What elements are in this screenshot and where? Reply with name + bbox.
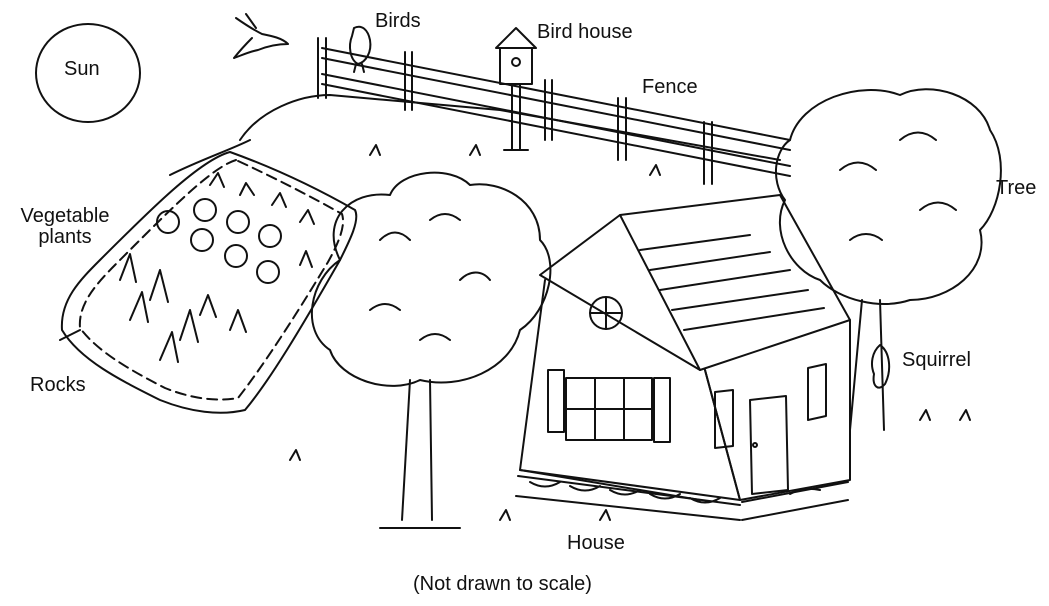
label-vegetable-plants-line2: plants <box>38 226 92 248</box>
bird-flying-drawing <box>233 13 289 59</box>
label-tree: Tree <box>996 177 1037 199</box>
bird-perched-drawing <box>349 25 372 73</box>
grass-tufts-drawing <box>289 144 971 521</box>
label-squirrel: Squirrel <box>902 349 971 371</box>
squirrel-drawing <box>871 344 891 389</box>
house-drawing <box>515 194 851 521</box>
tree-right-drawing <box>774 88 1002 431</box>
caption-not-to-scale: (Not drawn to scale) <box>413 573 592 595</box>
lawn-outline <box>59 94 781 501</box>
sun-circle <box>35 23 141 123</box>
label-vegetable-plants-line1: Vegetable <box>20 205 110 227</box>
tree-center-drawing <box>310 171 552 529</box>
garden-bed-drawing <box>60 151 358 414</box>
label-fence: Fence <box>642 76 698 98</box>
fence-drawing <box>317 37 791 185</box>
label-vegetable-plants: Vegetable plants <box>8 206 122 248</box>
label-sun: Sun <box>64 58 100 80</box>
label-bird-house: Bird house <box>537 21 633 43</box>
label-birds: Birds <box>375 10 421 32</box>
label-rocks: Rocks <box>30 374 86 396</box>
bird-house-drawing <box>495 27 537 151</box>
label-house: House <box>567 532 625 554</box>
